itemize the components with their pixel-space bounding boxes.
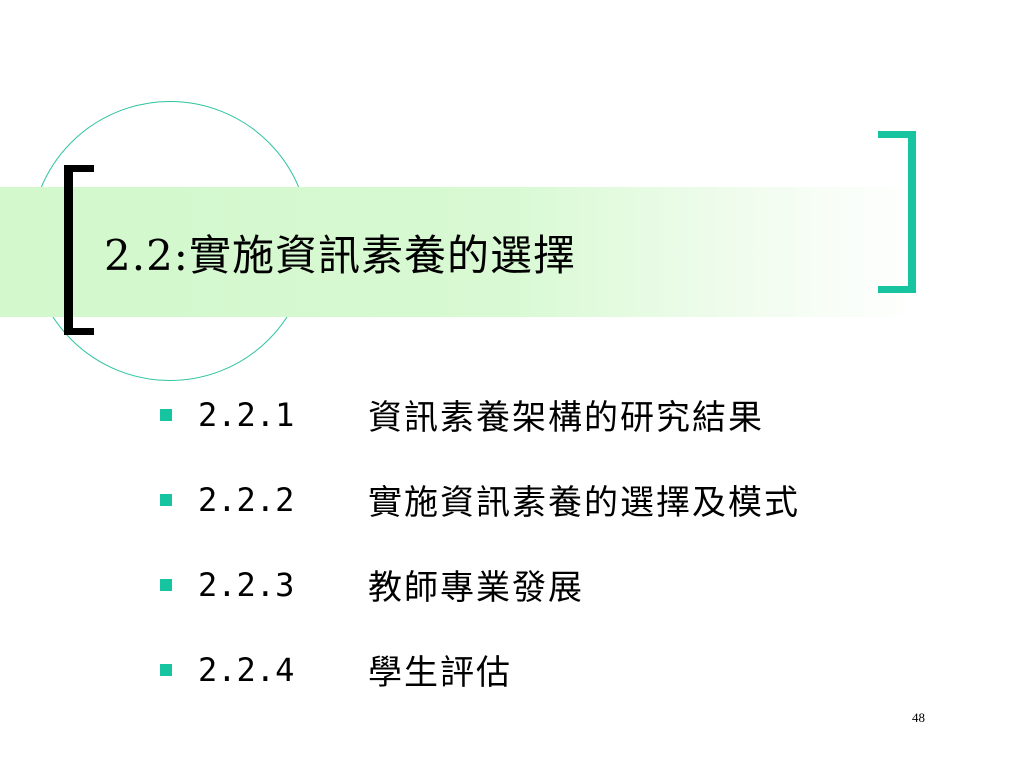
bullet-number: 2.2.4 xyxy=(198,650,295,689)
bullet-number: 2.2.2 xyxy=(198,480,295,519)
bullet-number: 2.2.3 xyxy=(198,565,295,604)
bullet-number: 2.2.1 xyxy=(198,395,295,434)
bullet-text: 學生評估 xyxy=(368,653,512,693)
square-bullet-icon xyxy=(160,408,172,421)
list-item: 2.2.3 教師專業發展 xyxy=(160,542,800,627)
slide-title: 2.2:實施資訊素養的選擇 xyxy=(104,231,576,280)
bullet-text: 資訊素養架構的研究結果 xyxy=(368,398,764,438)
list-item: 2.2.1 資訊素養架構的研究結果 xyxy=(160,372,800,457)
title-band xyxy=(0,187,920,317)
square-bullet-icon xyxy=(160,578,172,591)
list-item: 2.2.4 學生評估 xyxy=(160,627,800,712)
list-item: 2.2.2 實施資訊素養的選擇及模式 xyxy=(160,457,800,542)
page-number: 48 xyxy=(912,710,925,725)
left-bracket-decoration xyxy=(64,165,94,335)
right-bracket-decoration xyxy=(878,131,916,293)
bullet-list: 2.2.1 資訊素養架構的研究結果 2.2.2 實施資訊素養的選擇及模式 2.2… xyxy=(160,372,800,712)
square-bullet-icon xyxy=(160,663,172,676)
bullet-text: 教師專業發展 xyxy=(368,568,584,608)
square-bullet-icon xyxy=(160,493,172,506)
bullet-text: 實施資訊素養的選擇及模式 xyxy=(368,483,800,523)
